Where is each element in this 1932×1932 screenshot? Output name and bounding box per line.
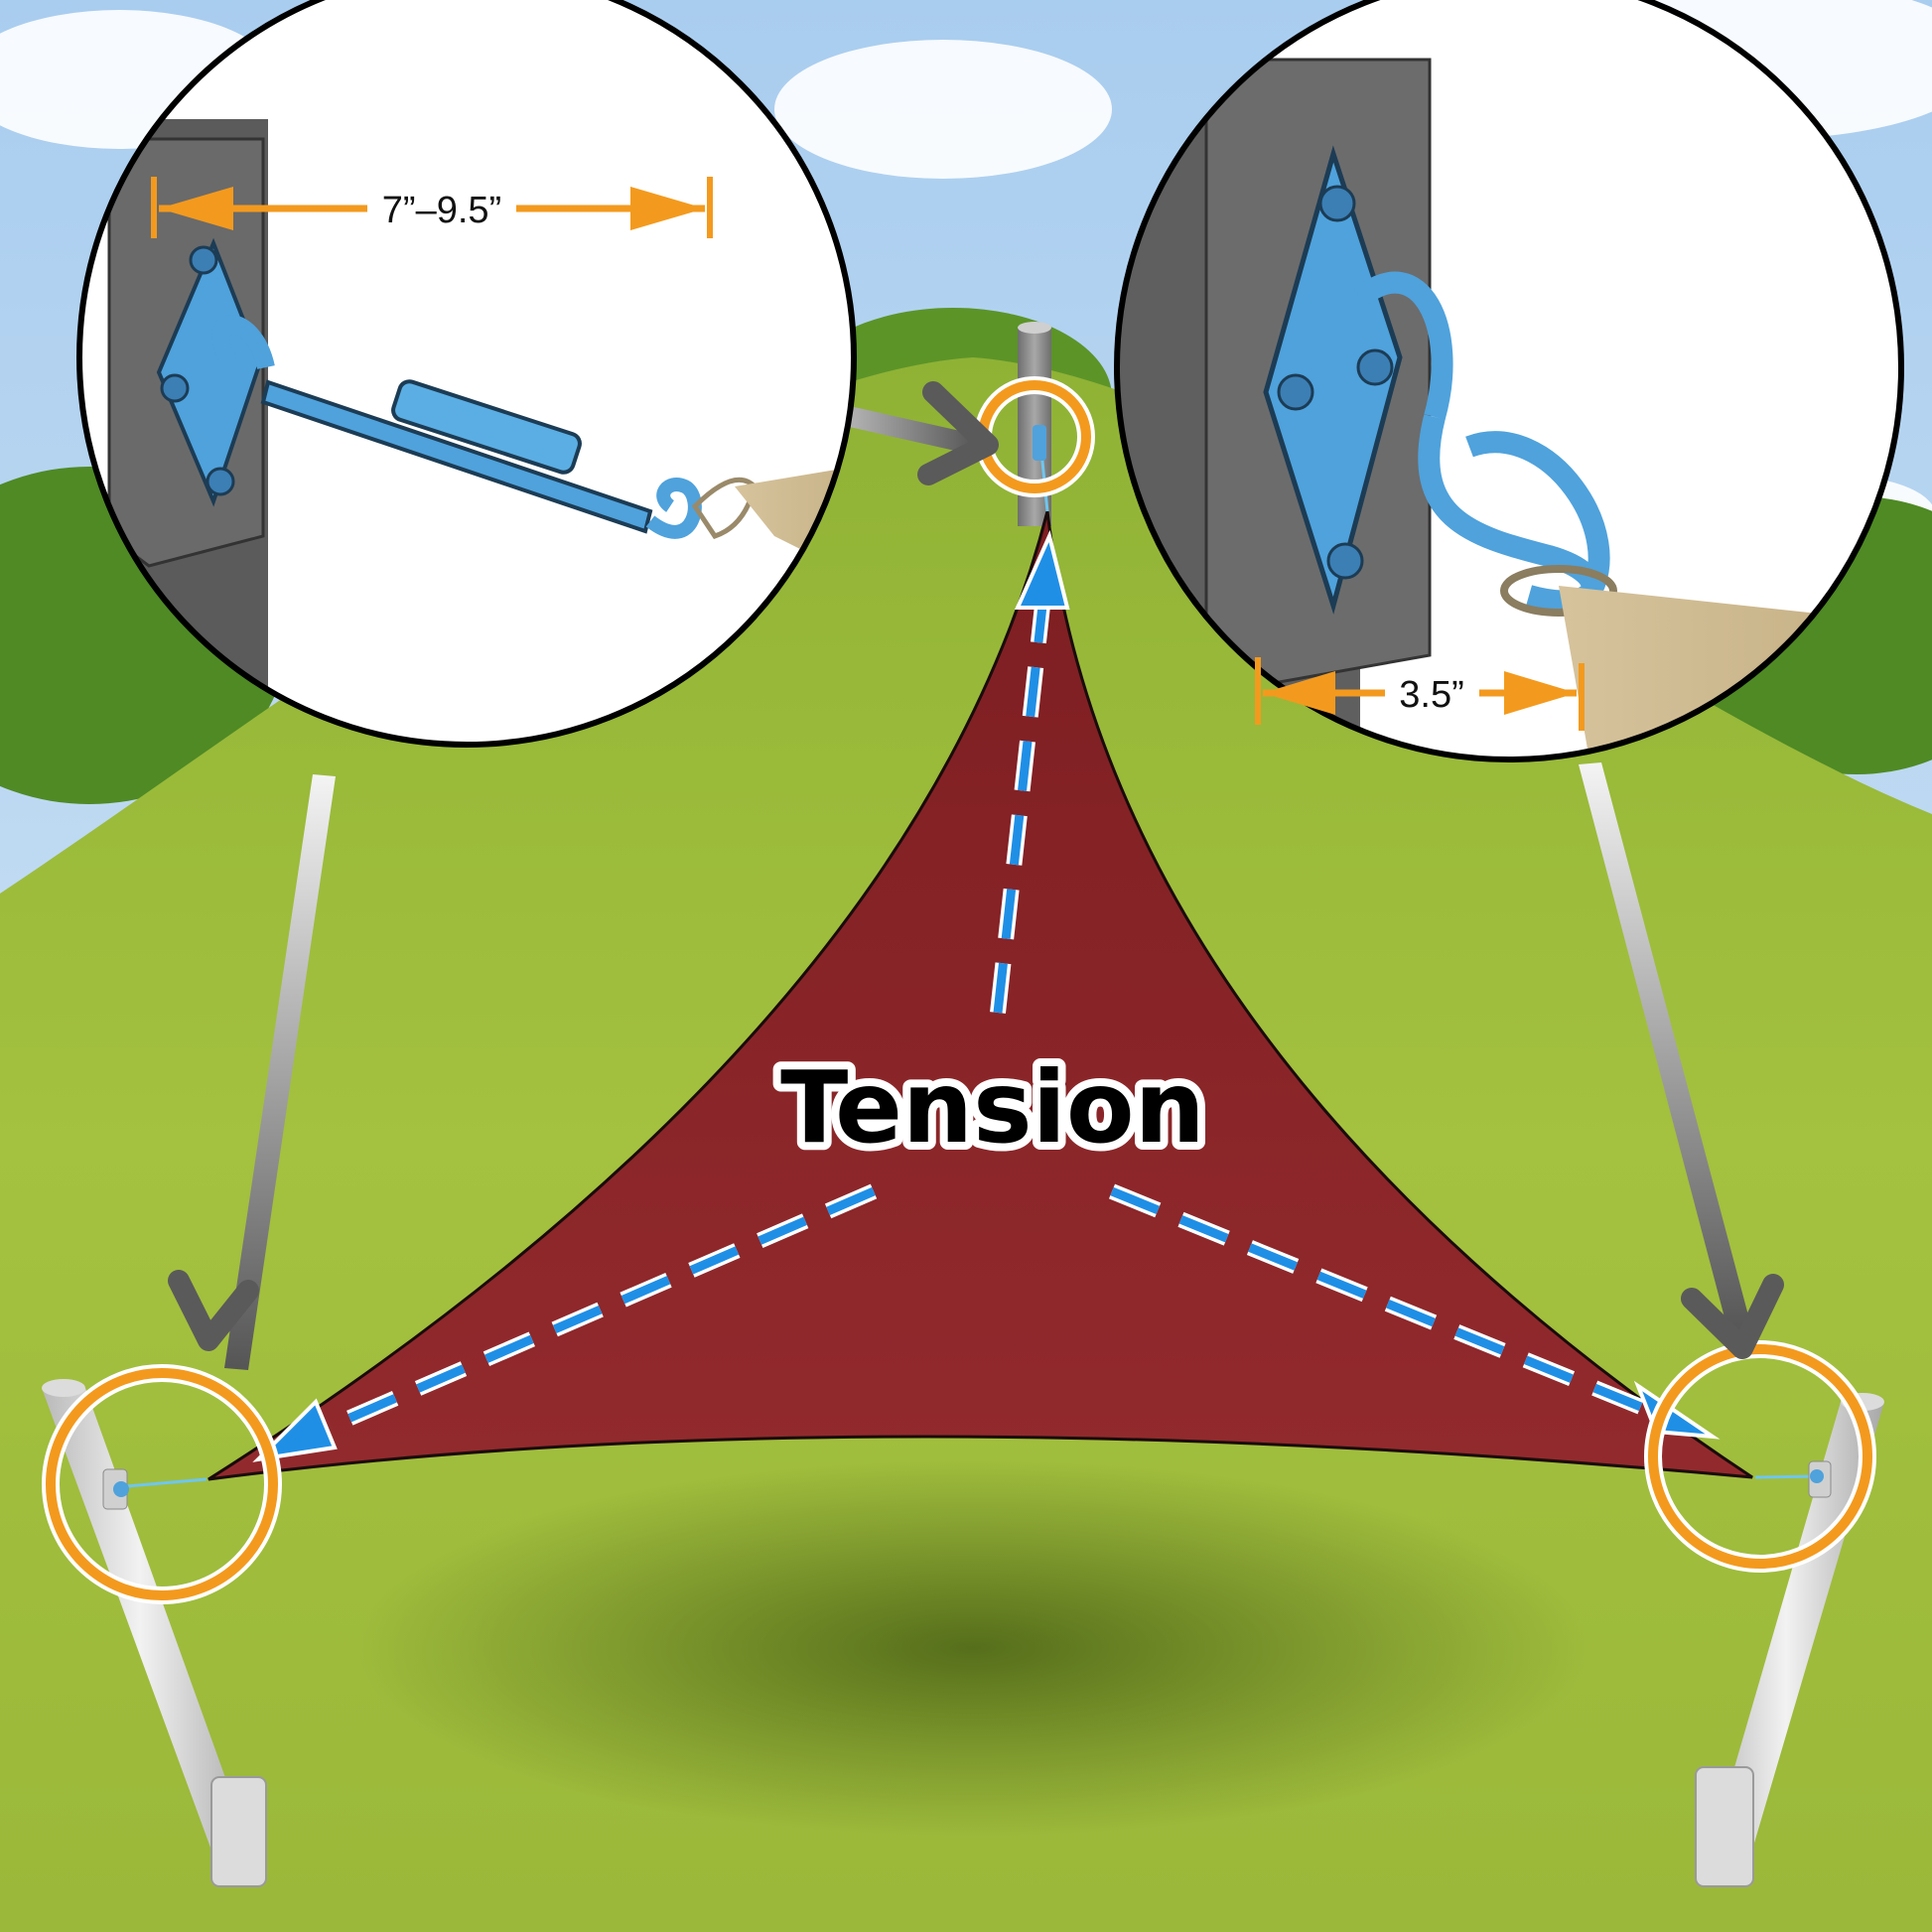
tension-arrow-up bbox=[993, 605, 1047, 1014]
pointer-arrow-right bbox=[1579, 762, 1784, 1359]
right-detail-callout: 3.5” bbox=[1114, 0, 1904, 762]
tension-label: Tension bbox=[780, 1049, 1205, 1166]
pointer-arrow-left bbox=[168, 774, 336, 1370]
left-pole bbox=[42, 1379, 267, 1887]
snap-hook-icon bbox=[645, 478, 702, 539]
pad-eye-ring bbox=[1352, 271, 1453, 420]
right-dimension-label: 3.5” bbox=[1399, 674, 1463, 716]
turnbuckle-icon bbox=[260, 379, 653, 534]
corner-hardware bbox=[102, 425, 1832, 1510]
screw-icons bbox=[160, 245, 235, 496]
screw-icons bbox=[1277, 185, 1394, 580]
sail-shadow bbox=[357, 1459, 1588, 1837]
tension-arrow-right bbox=[1110, 1186, 1650, 1415]
pad-eye-ring bbox=[211, 315, 275, 370]
highlight-rings bbox=[42, 376, 1876, 1604]
left-detail-callout: 7”–9.5” bbox=[76, 0, 857, 748]
left-dimension-label: 7”–9.5” bbox=[382, 190, 501, 231]
right-tie-line bbox=[1754, 1474, 1818, 1479]
shade-sail bbox=[207, 510, 1753, 1481]
right-dimension: 3.5” bbox=[1255, 657, 1585, 731]
left-dimension: 7”–9.5” bbox=[151, 177, 713, 238]
left-tie-line bbox=[126, 1477, 207, 1488]
tension-arrow-left bbox=[321, 1186, 876, 1435]
